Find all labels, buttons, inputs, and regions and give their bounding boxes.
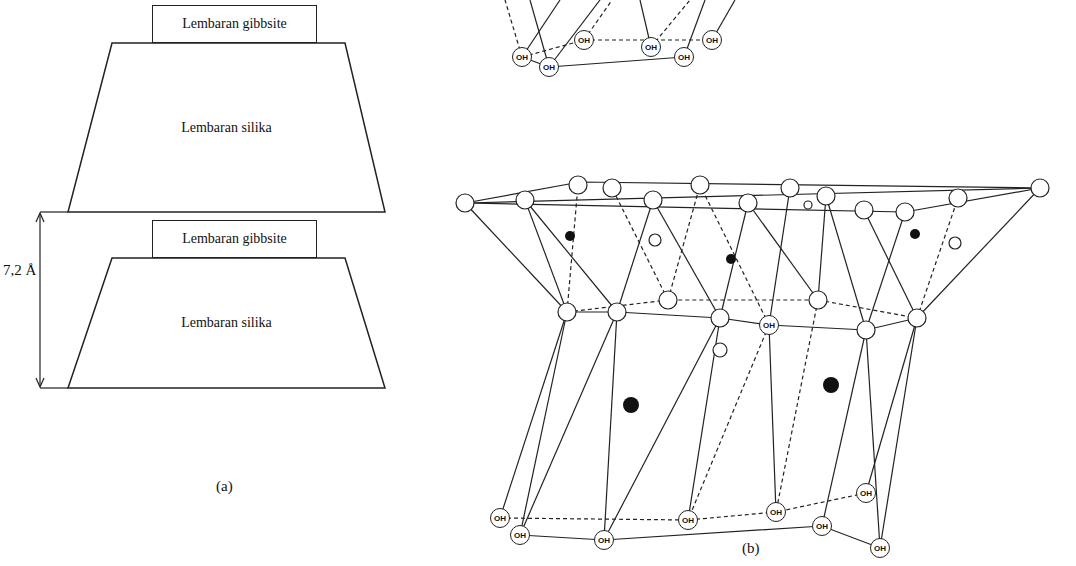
part-label: (b) [742,540,760,557]
hydroxyl-circle: OH [594,530,614,550]
silica-sheet: Lembaran silika [68,43,385,212]
sheet-label: Lembaran silika [181,120,272,136]
hydroxyl-label: OH [516,53,528,62]
hydroxyl-label: OH [706,36,718,45]
hydroxyl-circle: OH [759,315,779,335]
hydroxyl-label: OH [816,522,828,531]
hydroxyl-label: OH [770,508,782,517]
hydroxyl-circle: OH [510,525,530,545]
hydroxyl-label: OH [763,321,775,330]
hydroxyl-label: OH [578,36,590,45]
hydroxyl-label: OH [645,43,657,52]
gibbsite-sheet: Lembaran gibbsite [152,5,317,43]
hydroxyl-label: OH [874,544,886,553]
part-label: (a) [216,478,233,495]
hydroxyl-circle: OH [856,483,876,503]
hydroxyl-circle: OH [490,508,510,528]
sheet-label: Lembaran silika [181,315,272,331]
hydroxyl-circle: OH [574,30,594,50]
hydroxyl-label: OH [682,516,694,525]
hydroxyl-circle: OH [812,516,832,536]
hydroxyl-circle: OH [702,30,722,50]
dimension-label: 7,2 Å [2,262,37,279]
gibbsite-sheet: Lembaran gibbsite [152,220,317,258]
hydroxyl-label: OH [543,63,555,72]
silica-sheet: Lembaran silika [68,258,385,388]
hydroxyl-circle: OH [870,538,890,558]
sheet-label: Lembaran gibbsite [182,231,287,247]
hydroxyl-label: OH [860,489,872,498]
hydroxyl-circle: OH [678,510,698,530]
hydroxyl-label: OH [678,53,690,62]
hydroxyl-label: OH [494,514,506,523]
hydroxyl-label: OH [598,536,610,545]
hydroxyl-circle: OH [674,47,694,67]
hydroxyl-circle: OH [539,57,559,77]
hydroxyl-circle: OH [512,47,532,67]
hydroxyl-circle: OH [641,37,661,57]
hydroxyl-circle: OH [766,502,786,522]
hydroxyl-label: OH [514,531,526,540]
sheet-label: Lembaran gibbsite [182,16,287,32]
